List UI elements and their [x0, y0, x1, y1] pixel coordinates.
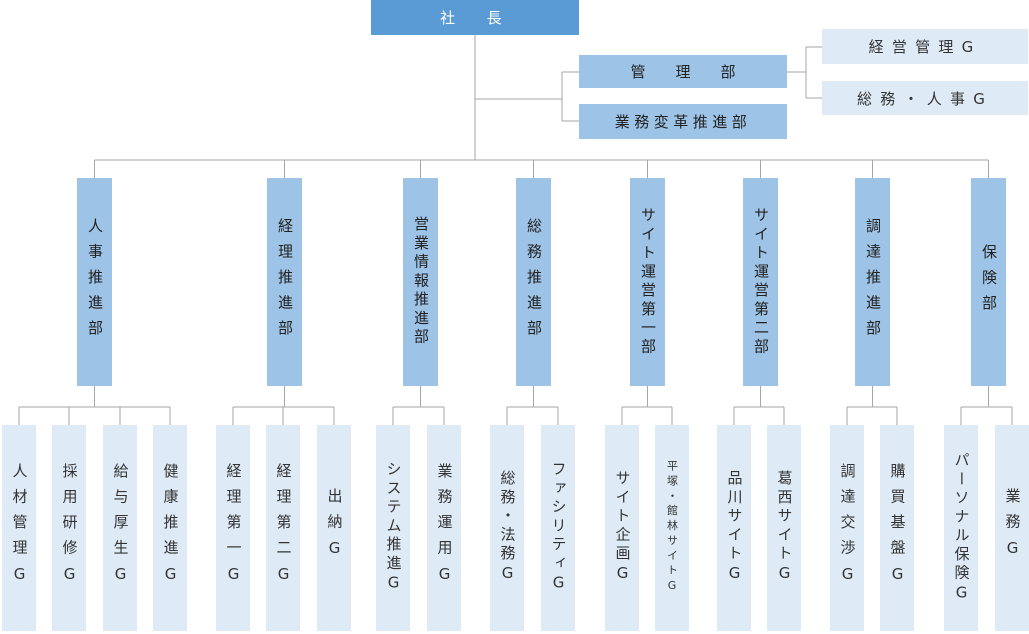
group-box: パーソナル保険G [944, 425, 978, 631]
group-box: 経理第二G [266, 425, 300, 631]
group-label: 調達交渉G [838, 462, 857, 594]
group-label: 業務運用G [435, 462, 454, 594]
group-box: 給与厚生G [103, 425, 137, 631]
division-label-somu: 総務推進部 [525, 218, 543, 346]
group-label: 葛西サイトG [775, 470, 794, 586]
group-box: サイト企画G [605, 425, 639, 631]
division-label-eigyo: 営業情報推進部 [412, 216, 430, 348]
division-label-site2: サイト運営第二部 [752, 207, 770, 357]
ceo-label: 社 長 [440, 9, 510, 27]
group-label: 平塚・館林サイトG [665, 460, 679, 596]
group-label: サイト企画G [613, 470, 632, 586]
group-box: 総務・法務G [490, 425, 524, 631]
keiei-kanri-group-box: 経営管理G [822, 29, 1028, 64]
division-box-hoken: 保険部 [971, 178, 1006, 386]
group-box: 出納G [317, 425, 351, 631]
division-box-somu: 総務推進部 [516, 178, 551, 386]
somu-jinji-group-label: 総務・人事G [856, 89, 994, 108]
division-box-site1: サイト運営第一部 [630, 178, 665, 386]
group-label: 購買基盤G [888, 462, 907, 594]
division-label-site1: サイト運営第一部 [639, 207, 657, 357]
group-box: 健康推進G [153, 425, 187, 631]
group-box: 業務G [995, 425, 1029, 631]
division-label-keiri: 経理推進部 [276, 218, 294, 346]
group-box: 購買基盤G [880, 425, 914, 631]
somu-jinji-group-box: 総務・人事G [822, 81, 1028, 115]
group-box: システム推進G [376, 425, 410, 631]
group-box: 平塚・館林サイトG [655, 425, 689, 631]
group-box: 業務運用G [427, 425, 461, 631]
division-box-site2: サイト運営第二部 [743, 178, 778, 386]
group-box: 葛西サイトG [767, 425, 801, 631]
group-label: システム推進G [384, 460, 403, 596]
group-label: パーソナル保険G [952, 451, 971, 605]
division-label-chotatsu: 調達推進部 [864, 218, 882, 346]
group-label: ファシリティG [549, 460, 568, 596]
group-box: ファシリティG [541, 425, 575, 631]
group-box: 経理第一G [216, 425, 250, 631]
group-label: 総務・法務G [498, 470, 517, 586]
division-box-jinji: 人事推進部 [77, 178, 112, 386]
gyomu-henkaku-dept-label: 業務変革推進部 [614, 113, 752, 131]
ceo-box: 社 長 [371, 0, 579, 35]
division-box-keiri: 経理推進部 [267, 178, 302, 386]
group-label: 経理第二G [274, 462, 293, 594]
group-box: 採用研修G [52, 425, 86, 631]
division-label-jinji: 人事推進部 [86, 218, 104, 346]
division-box-eigyo: 営業情報推進部 [403, 178, 438, 386]
group-label: 出納G [325, 488, 344, 568]
group-label: 人材管理G [10, 462, 29, 594]
kanri-dept-box: 管 理 部 [579, 55, 787, 88]
division-box-chotatsu: 調達推進部 [855, 178, 890, 386]
keiei-kanri-group-label: 経営管理G [868, 38, 982, 56]
gyomu-henkaku-dept-box: 業務変革推進部 [579, 104, 787, 139]
group-box: 人材管理G [2, 425, 36, 631]
group-label: 経理第一G [224, 462, 243, 594]
kanri-dept-label: 管 理 部 [630, 63, 736, 81]
division-label-hoken: 保険部 [980, 243, 998, 321]
group-label: 業務G [1003, 488, 1022, 568]
group-label: 健康推進G [161, 462, 180, 594]
group-box: 調達交渉G [830, 425, 864, 631]
group-label: 品川サイトG [725, 470, 744, 586]
group-box: 品川サイトG [717, 425, 751, 631]
group-label: 採用研修G [60, 462, 79, 594]
group-label: 給与厚生G [111, 462, 130, 594]
